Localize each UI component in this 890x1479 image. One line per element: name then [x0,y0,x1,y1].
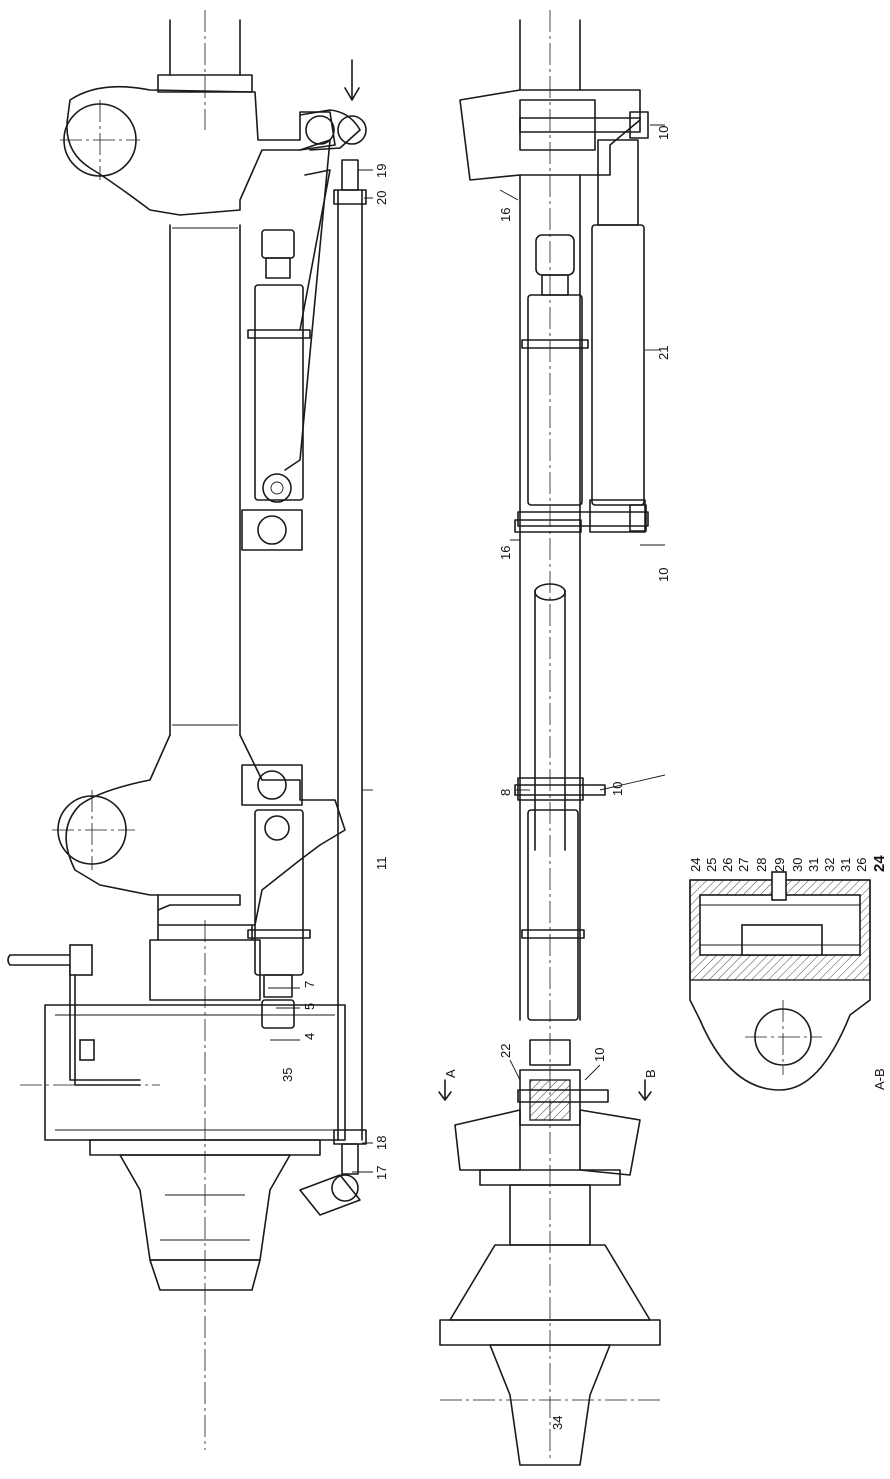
callout-label-10-bottom: 10 [592,1048,607,1062]
left-view-axle-beam [7,10,367,1450]
callout-label-34: 34 [550,1416,565,1430]
callout-label-35: 35 [280,1068,295,1082]
callout-label-4: 4 [302,1033,317,1040]
middle-view-top [438,10,661,1466]
callout-label-16-top: 16 [498,208,513,222]
callout-label-22: 22 [498,1044,513,1058]
section-arrow-a: A [443,1069,458,1078]
section-title-a-b: A-B [872,1068,887,1090]
section-label-28: 28 [754,858,769,872]
section-label-26-right: 26 [854,858,869,872]
section-label-31-right: 31 [838,858,853,872]
callout-label-21: 21 [656,346,671,360]
section-label-25: 25 [704,858,719,872]
callout-label-10-mid: 10 [656,568,671,582]
section-arrow-b: B [643,1069,658,1078]
section-label-26-left: 26 [720,858,735,872]
callout-label-16-mid: 16 [498,546,513,560]
callout-label-17: 17 [374,1166,389,1180]
callout-label-7: 7 [302,981,317,988]
callout-label-18: 18 [374,1136,389,1150]
section-label-27: 27 [736,858,751,872]
section-label-24-left: 24 [688,858,703,872]
callout-label-10-top: 10 [656,126,671,140]
callout-label-11: 11 [374,857,389,871]
callout-label-5: 5 [302,1003,317,1010]
callout-labels: 4 5 7 11 17 18 19 20 35 16 16 10 21 10 8… [280,126,888,1430]
callout-label-19: 19 [374,164,389,178]
section-label-32: 32 [822,858,837,872]
section-label-31-left: 31 [806,858,821,872]
section-label-29: 29 [772,858,787,872]
leader-lines [268,124,666,1173]
section-label-30: 30 [790,858,805,872]
callout-label-10-pin: 10 [610,782,625,796]
callout-label-8: 8 [498,789,513,796]
section-label-24-right: 24 [871,855,888,872]
callout-label-20: 20 [374,191,389,205]
section-a-b-detail [689,871,871,1091]
